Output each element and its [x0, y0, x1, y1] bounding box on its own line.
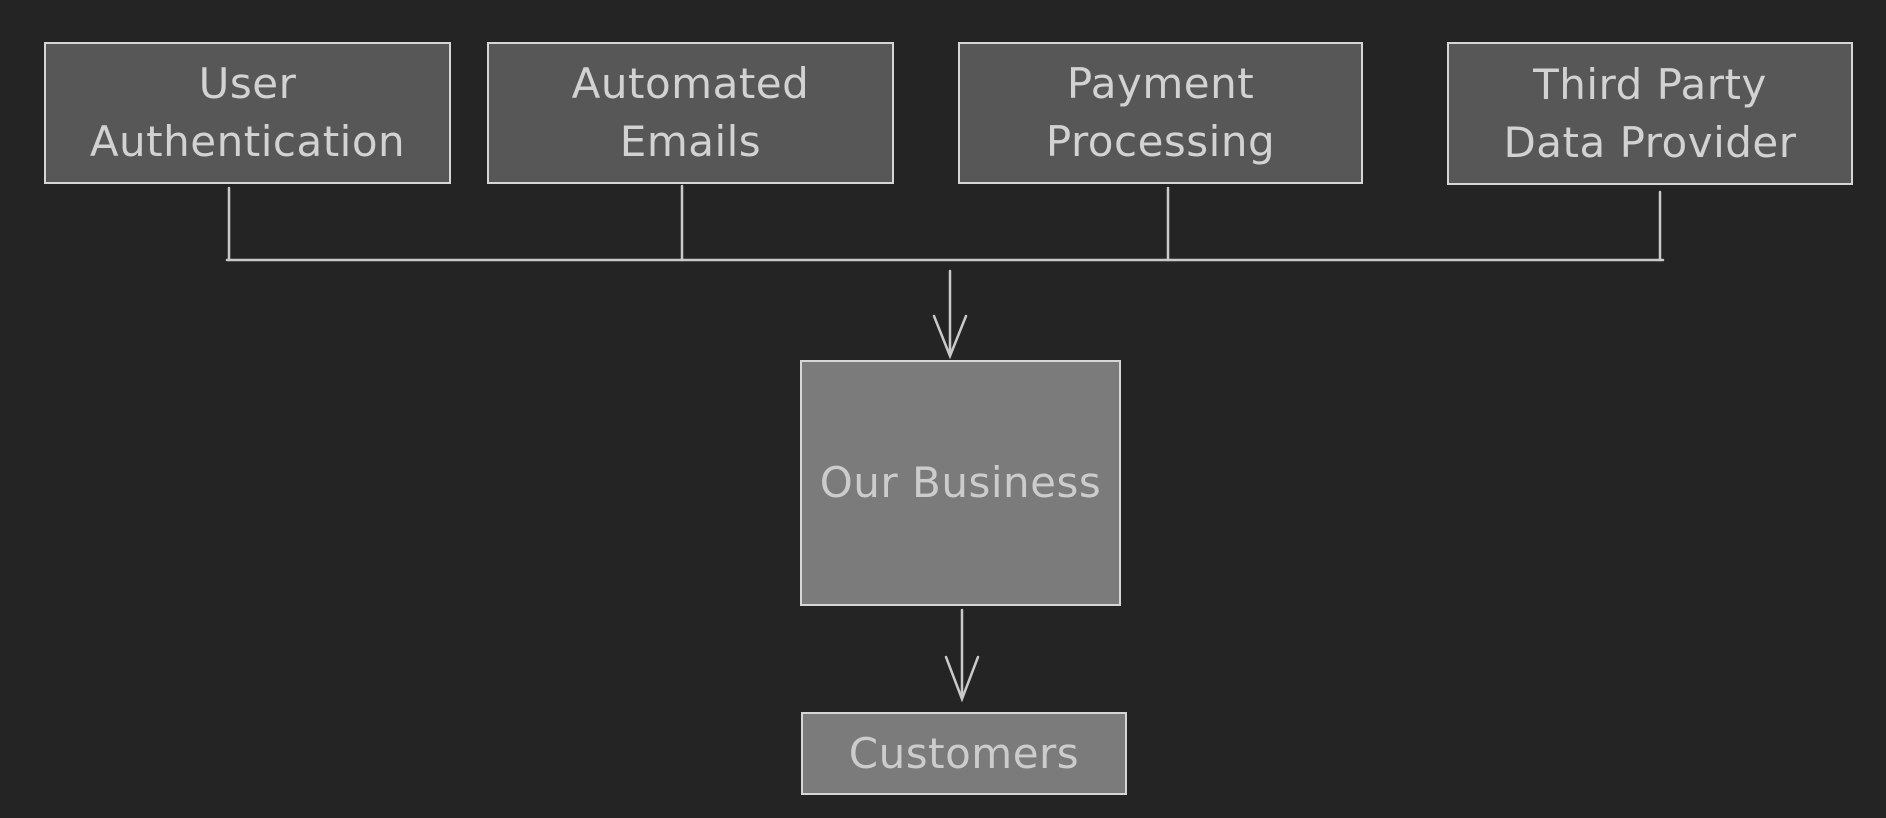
node-customers: Customers — [801, 712, 1127, 795]
node-user-authentication-label: User Authentication — [89, 59, 406, 166]
node-payment-processing: Payment Processing — [958, 42, 1363, 184]
node-user-authentication: User Authentication — [44, 42, 451, 184]
node-automated-emails-label: Automated Emails — [571, 59, 810, 166]
node-payment-processing-label: Payment Processing — [1045, 59, 1276, 166]
arrow-to-business-head — [932, 314, 968, 360]
node-third-party-data-provider-label: Third Party Data Provider — [1503, 59, 1797, 167]
arrow-to-customers-head — [944, 655, 980, 703]
node-automated-emails: Automated Emails — [487, 42, 894, 184]
node-our-business-label: Our Business — [819, 458, 1102, 507]
node-our-business: Our Business — [800, 360, 1121, 606]
node-customers-label: Customers — [848, 728, 1080, 778]
node-third-party-data-provider: Third Party Data Provider — [1447, 42, 1853, 185]
